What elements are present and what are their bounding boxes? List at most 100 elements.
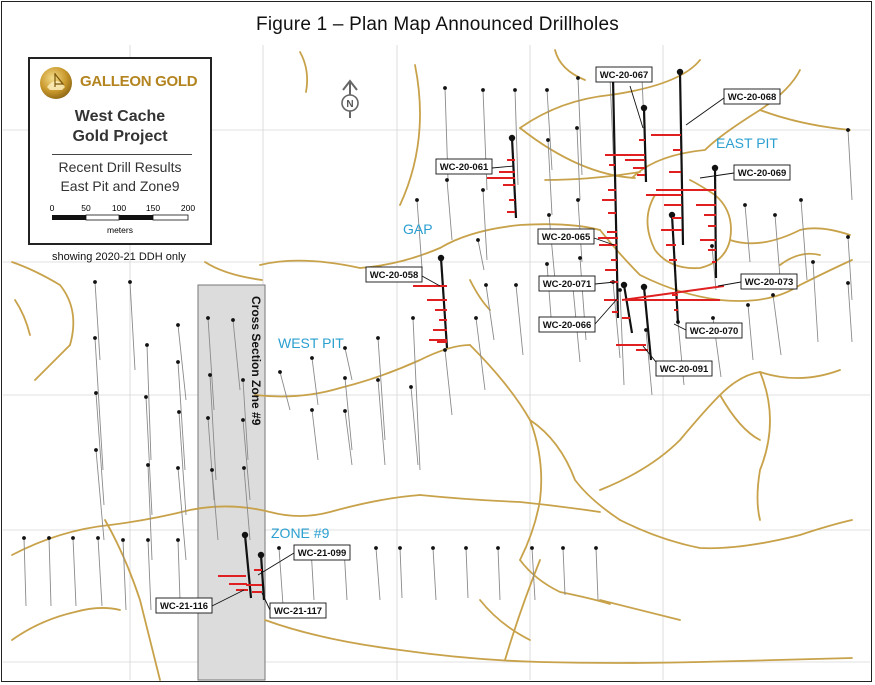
area-label-zone9: ZONE #9 bbox=[271, 525, 330, 541]
drill-trace bbox=[242, 379, 249, 461]
drill-collar bbox=[484, 283, 488, 287]
drill-trace bbox=[416, 199, 423, 269]
drill-collar bbox=[257, 551, 265, 559]
drill-collar bbox=[241, 418, 245, 422]
cross-section-band bbox=[197, 284, 266, 681]
callout-leader bbox=[594, 281, 616, 285]
pit-outline-segment bbox=[469, 344, 531, 421]
highlight-drill-trace bbox=[259, 554, 266, 601]
drill-trace bbox=[465, 547, 469, 599]
drill-trace bbox=[515, 284, 524, 356]
pit-outline-segment bbox=[599, 599, 681, 621]
drill-collar bbox=[710, 244, 714, 248]
drill-trace bbox=[278, 547, 284, 606]
pit-outline-segment bbox=[729, 227, 851, 245]
drill-trace bbox=[95, 392, 105, 506]
drill-trace bbox=[711, 245, 717, 291]
drill-collar bbox=[846, 235, 850, 239]
pit-outline-segment bbox=[719, 394, 761, 441]
drillhole-label-wc21-117: WC-21-117 bbox=[274, 606, 322, 617]
drill-collar bbox=[145, 343, 149, 347]
highlight-drill-trace bbox=[243, 534, 253, 599]
scale-tick-150: 150 bbox=[146, 203, 160, 213]
drill-collar bbox=[208, 373, 212, 377]
drill-trace bbox=[122, 539, 127, 611]
callout-leader bbox=[629, 85, 644, 129]
ddh-note: showing 2020-21 DDH only bbox=[52, 251, 186, 263]
project-name-line2: Gold Project bbox=[72, 128, 168, 145]
drill-collar bbox=[47, 536, 51, 540]
drill-collar bbox=[545, 88, 549, 92]
scale-tick-200: 200 bbox=[181, 203, 195, 213]
drillhole-callouts: WC-20-067WC-20-068WC-20-061WC-20-069WC-2… bbox=[155, 66, 798, 619]
drill-trace bbox=[177, 467, 187, 561]
drill-trace bbox=[412, 317, 421, 471]
drill-collar bbox=[71, 536, 75, 540]
drill-collar bbox=[846, 128, 850, 132]
callout-leader bbox=[257, 552, 295, 576]
scale-bar: 0 50 100 150 200 meters bbox=[50, 203, 196, 235]
pit-outline-segment bbox=[11, 261, 75, 346]
drill-collar bbox=[177, 410, 181, 414]
drill-collar bbox=[773, 213, 777, 217]
pit-outlines bbox=[11, 49, 853, 681]
drill-collar bbox=[128, 280, 132, 284]
drill-trace bbox=[399, 547, 403, 599]
pit-outline-segment bbox=[204, 261, 263, 281]
drill-trace bbox=[531, 547, 536, 601]
drill-trace bbox=[129, 281, 136, 371]
drill-collar bbox=[411, 316, 415, 320]
callout-box bbox=[685, 322, 743, 339]
drill-trace bbox=[847, 282, 853, 343]
drill-trace bbox=[344, 410, 353, 466]
drill-trace bbox=[147, 539, 152, 611]
pit-outline-segment bbox=[11, 607, 121, 641]
pit-outline-segment bbox=[254, 344, 471, 398]
drill-collar bbox=[464, 546, 468, 550]
drillhole-label-wc20-091: WC-20-091 bbox=[660, 364, 709, 375]
legend-subtitle-line1: Recent Drill Results bbox=[58, 159, 182, 175]
pit-outline-segment bbox=[619, 519, 853, 550]
drill-trace bbox=[311, 409, 319, 461]
callout-box bbox=[723, 88, 781, 105]
drillhole-label-wc21-099: WC-21-099 bbox=[298, 548, 347, 559]
drill-collar bbox=[711, 316, 715, 320]
drill-collar bbox=[96, 536, 100, 540]
drill-collar bbox=[176, 538, 180, 542]
drillhole-label-wc20-065: WC-20-065 bbox=[542, 232, 591, 243]
drill-collar bbox=[415, 198, 419, 202]
callout-leader bbox=[421, 275, 441, 287]
callout-box bbox=[435, 158, 493, 175]
drillhole-label-wc20-068: WC-20-068 bbox=[728, 92, 777, 103]
pit-outline-segment bbox=[519, 419, 543, 561]
drill-trace bbox=[485, 284, 495, 341]
drill-collar bbox=[508, 134, 516, 142]
drill-trace bbox=[178, 411, 187, 516]
callout-box bbox=[155, 597, 213, 614]
drill-trace bbox=[94, 337, 104, 471]
drill-trace bbox=[209, 374, 217, 481]
drill-collar bbox=[146, 538, 150, 542]
drill-trace bbox=[94, 281, 101, 361]
drill-collar bbox=[668, 211, 676, 219]
drill-trace bbox=[410, 386, 419, 466]
callout-box bbox=[595, 66, 653, 83]
drill-collar bbox=[496, 546, 500, 550]
drill-trace bbox=[514, 89, 519, 186]
drill-collar bbox=[771, 293, 775, 297]
drill-trace bbox=[242, 419, 251, 501]
drill-collar bbox=[513, 88, 517, 92]
legend-divider bbox=[52, 154, 192, 155]
drill-trace bbox=[747, 304, 754, 361]
callout-box bbox=[538, 275, 596, 292]
highlight-drill-trace bbox=[678, 71, 685, 246]
drill-collar bbox=[546, 138, 550, 142]
pit-outline-segment bbox=[504, 559, 541, 661]
drill-collar bbox=[206, 416, 210, 420]
pit-outline-segment bbox=[529, 419, 621, 521]
drill-collar bbox=[121, 538, 125, 542]
callout-box bbox=[365, 266, 423, 283]
drill-collar bbox=[811, 260, 815, 264]
drill-collar bbox=[93, 280, 97, 284]
